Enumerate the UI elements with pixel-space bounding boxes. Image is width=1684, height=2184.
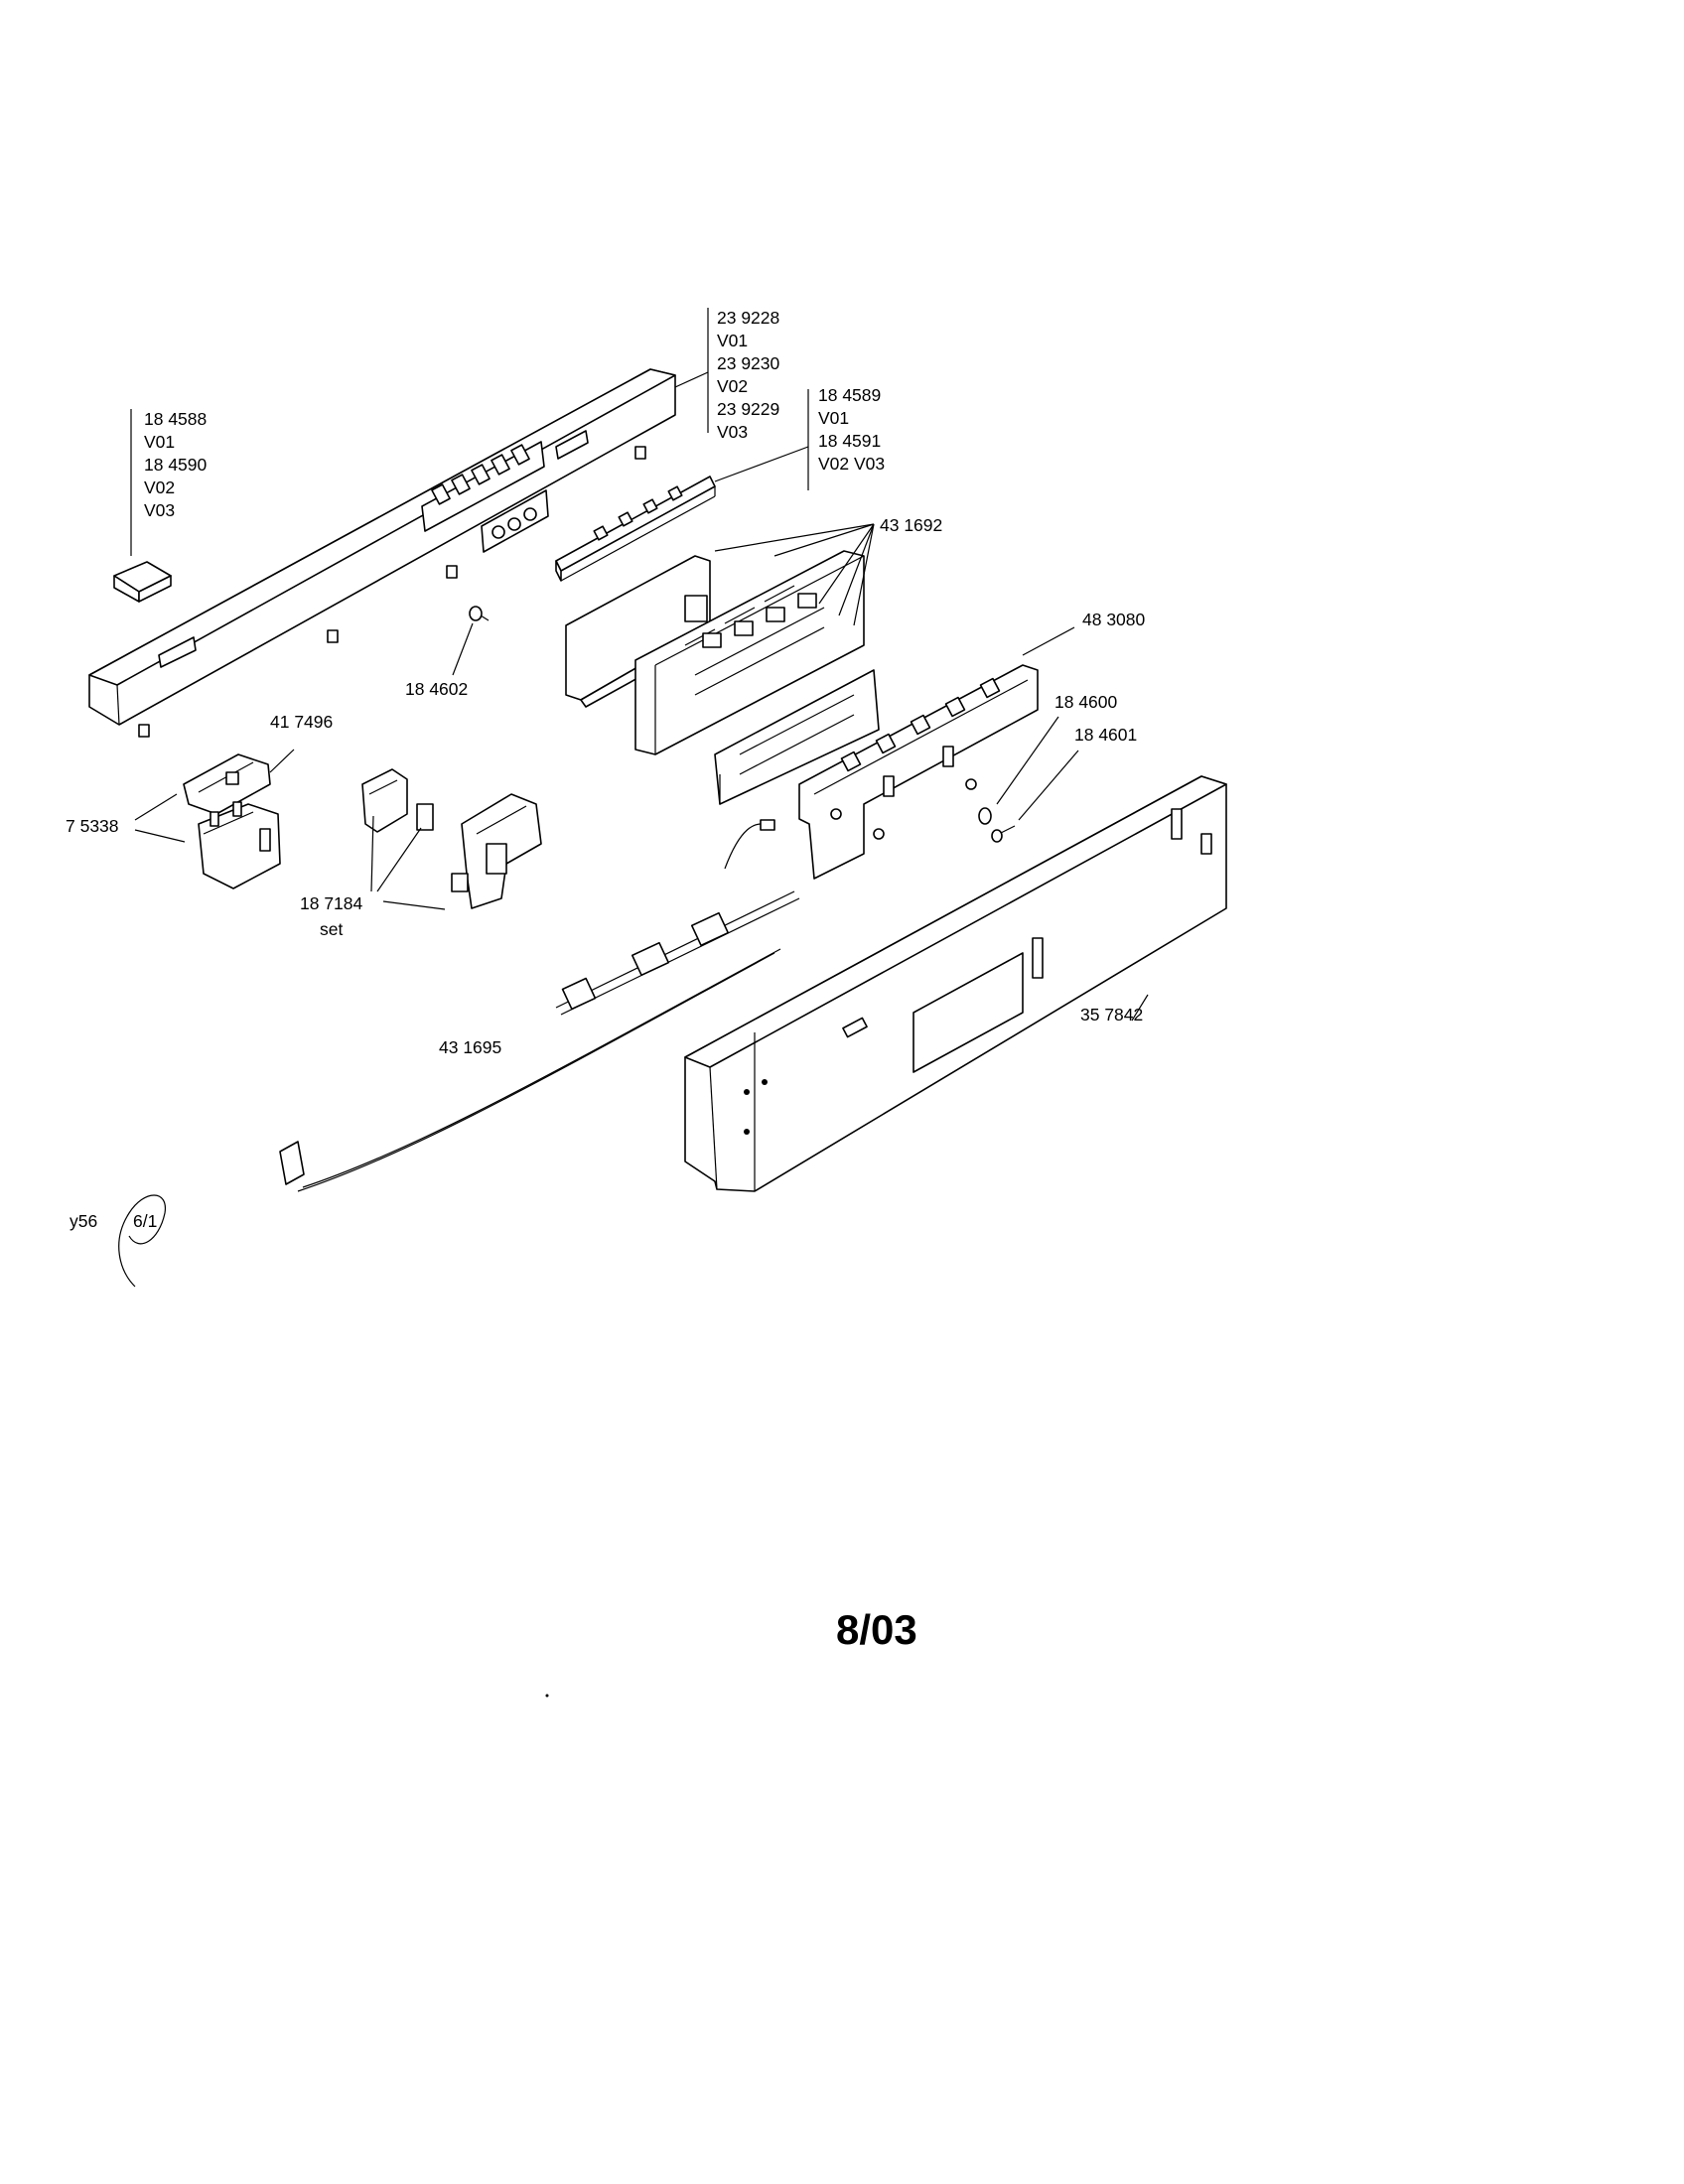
- door-switch-set: [361, 768, 542, 909]
- label-badge-2: V01: [144, 432, 175, 452]
- label-badge-3: 18 4590: [144, 455, 208, 475]
- label-switch: 7 5338: [66, 816, 119, 836]
- label-holder: 48 3080: [1082, 610, 1146, 629]
- label-kp-2: V01: [818, 408, 849, 428]
- footer-date: 8/03: [836, 1606, 917, 1653]
- label-door-switch: 18 7184: [300, 893, 363, 913]
- label-washer: 18 4600: [1054, 692, 1118, 712]
- corner-code: y56 6/1: [70, 1194, 166, 1288]
- keypad-strip: [555, 476, 716, 582]
- panel-housing: [684, 775, 1227, 1192]
- leader-lines: [130, 308, 1149, 1022]
- corner-code-text-2: 6/1: [133, 1211, 157, 1231]
- end-connector: [279, 1141, 305, 1185]
- label-harness: 43 1695: [439, 1037, 501, 1057]
- screw-right: [991, 825, 1016, 843]
- label-cp-2: V01: [717, 331, 748, 350]
- pcb-module: [565, 550, 880, 805]
- label-cp-3: 23 9230: [717, 353, 780, 373]
- switch-part: [198, 801, 281, 889]
- clip-part: [183, 753, 271, 815]
- label-badge-1: 18 4588: [144, 409, 207, 429]
- stray-dot: [545, 1694, 549, 1698]
- label-kp-3: 18 4591: [818, 431, 881, 451]
- label-cp-5: 23 9229: [717, 399, 779, 419]
- label-cp-6: V03: [717, 422, 748, 442]
- washer: [978, 807, 992, 825]
- corner-code-text: y56: [70, 1211, 97, 1231]
- label-pcb: 43 1692: [880, 515, 942, 535]
- label-housing: 35 7842: [1080, 1005, 1143, 1024]
- label-door-switch-note: set: [320, 919, 343, 939]
- label-cp-4: V02: [717, 376, 748, 396]
- label-badge-5: V03: [144, 500, 175, 520]
- label-screw2: 18 4601: [1074, 725, 1137, 745]
- label-cp-1: 23 9228: [717, 308, 779, 328]
- wiring-harness: [279, 819, 800, 1192]
- label-clip: 41 7496: [270, 712, 333, 732]
- control-panel-fascia: [88, 368, 676, 738]
- screw-left: [469, 606, 490, 621]
- label-kp-1: 18 4589: [818, 385, 881, 405]
- holder-bracket: [798, 664, 1039, 880]
- part-labels: 23 9228 V01 23 9230 V02 23 9229 V03 18 4…: [66, 308, 1146, 1057]
- badge-part: [113, 561, 172, 603]
- label-screw: 18 4602: [405, 679, 468, 699]
- label-kp-4: V02 V03: [818, 454, 885, 474]
- harness-connector: [561, 911, 730, 1011]
- label-badge-4: V02: [144, 478, 175, 497]
